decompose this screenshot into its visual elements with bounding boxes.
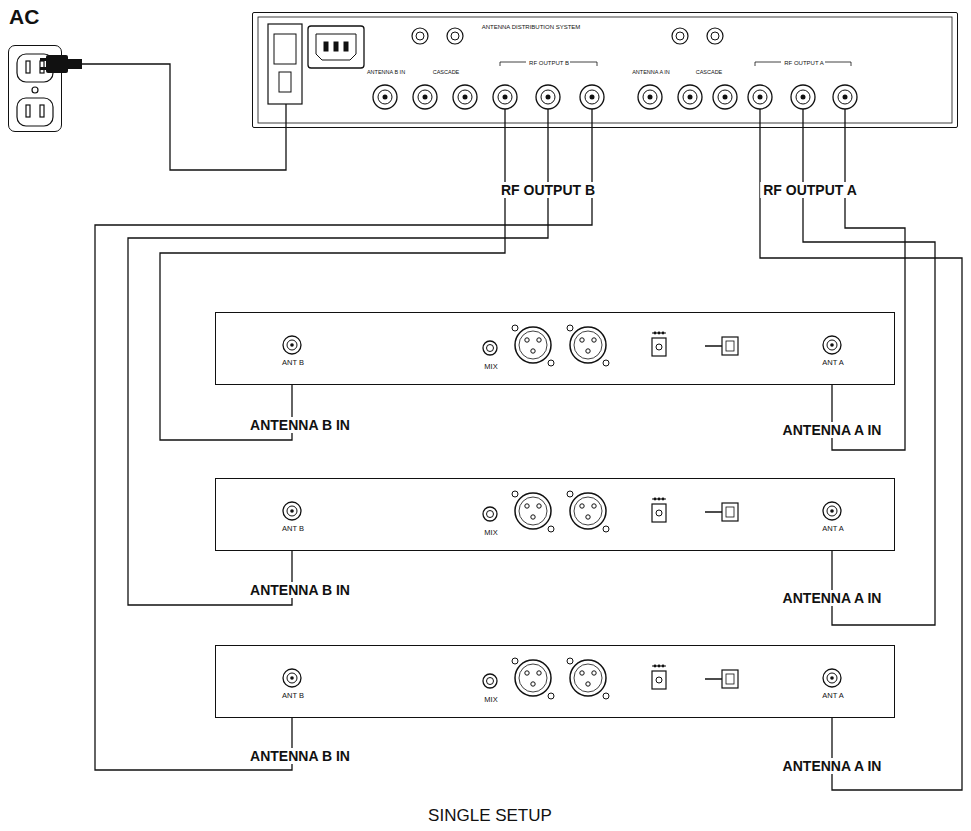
bnc-jack <box>580 85 604 109</box>
bnc-jack <box>833 85 857 109</box>
receiver-rear-panel: ANT B MIX ANT A <box>215 312 895 385</box>
panel-label: ANTENNA DISTRIBUTION SYSTEM <box>482 24 581 30</box>
small-bnc-jack <box>707 28 723 44</box>
bnc-jack <box>536 85 560 109</box>
panel-label: RF OUTPUT B <box>529 60 569 66</box>
distributor-parts <box>316 34 356 60</box>
power-plug <box>40 55 82 73</box>
receiver-rear-parts <box>283 325 841 366</box>
distributor-parts <box>285 104 286 128</box>
bnc-jack <box>413 85 437 109</box>
distributor-parts <box>308 26 364 68</box>
bnc-jack <box>453 85 477 109</box>
power-plug <box>68 59 82 69</box>
outlet-symbol <box>26 105 30 117</box>
distributor-parts <box>802 109 803 128</box>
distributor-parts <box>334 42 338 51</box>
cable-label: ANTENNA B IN <box>247 748 353 764</box>
panel-label: ANT B <box>282 692 304 700</box>
cable-label: ANTENNA B IN <box>247 582 353 598</box>
distributor-parts <box>268 24 302 104</box>
cable-label: ANTENNA A IN <box>780 590 885 606</box>
bnc-jack <box>678 85 702 109</box>
panel-label: ANTENNA B IN <box>367 70 405 76</box>
distributor-parts <box>547 109 548 128</box>
distributor-parts <box>279 72 291 92</box>
distributor-parts <box>759 109 760 128</box>
output-group-label: RF OUTPUT B <box>498 182 598 198</box>
receiver-rear-parts <box>283 658 841 699</box>
small-bnc-jack <box>672 28 688 44</box>
distributor-parts <box>274 34 296 64</box>
antenna-distribution-panel: ANTENNA DISTRIBUTION SYSTEM ANTENNA B IN C… <box>252 12 958 128</box>
panel-label: CASCADE <box>433 70 460 76</box>
panel-label: ANT A <box>822 359 844 367</box>
cable-label: ANTENNA B IN <box>247 417 353 433</box>
bnc-jack <box>713 85 737 109</box>
bnc-jack <box>373 85 397 109</box>
small-bnc-jack <box>412 28 428 44</box>
rf-cable <box>128 128 548 605</box>
panel-label: MIX <box>484 696 497 704</box>
rf-cable <box>160 128 505 440</box>
panel-label: ANT B <box>282 359 304 367</box>
panel-label: MIX <box>484 529 497 537</box>
diagram-caption: SINGLE SETUP <box>425 806 555 825</box>
outlet-symbol <box>17 98 53 126</box>
outlet-symbol <box>40 105 44 117</box>
outlet-heading: AC <box>9 6 39 27</box>
distributor-parts <box>591 109 592 128</box>
panel-label: ANT B <box>282 525 304 533</box>
cable-label: ANTENNA A IN <box>780 758 885 774</box>
small-bnc-jack <box>447 28 463 44</box>
bnc-jack <box>748 85 772 109</box>
rf-cable <box>760 128 962 790</box>
panel-label: MIX <box>484 363 497 371</box>
panel-label: ANT A <box>822 525 844 533</box>
bnc-jack <box>791 85 815 109</box>
cable-label: ANTENNA A IN <box>780 422 885 438</box>
rf-cable <box>832 128 905 450</box>
receiver-rear-parts <box>283 491 841 532</box>
panel-label: RF OUTPUT A <box>784 60 824 66</box>
distributor-parts <box>258 17 952 123</box>
distributor-parts <box>324 42 328 51</box>
distributor-parts <box>258 17 952 128</box>
outlet-symbol <box>26 61 30 73</box>
wall-outlet: AC <box>8 45 62 132</box>
panel-label: ANT A <box>822 692 844 700</box>
receiver-rear-panel: ANT B MIX ANT A <box>215 478 895 551</box>
receiver-rear-panel: ANT B MIX ANT A <box>215 645 895 718</box>
panel-label: ANTENNA A IN <box>632 70 670 76</box>
distributor-jacks <box>373 28 857 109</box>
bnc-jack <box>493 85 517 109</box>
outlet-symbol <box>32 87 38 93</box>
panel-label: CASCADE <box>696 70 723 76</box>
output-group-label: RF OUTPUT A <box>760 182 860 198</box>
distributor-parts <box>504 109 505 128</box>
distributor-parts <box>844 109 845 128</box>
bnc-jack <box>638 85 662 109</box>
power-plug <box>46 55 68 73</box>
receiver-parts <box>283 325 841 699</box>
distributor-parts <box>344 42 348 51</box>
